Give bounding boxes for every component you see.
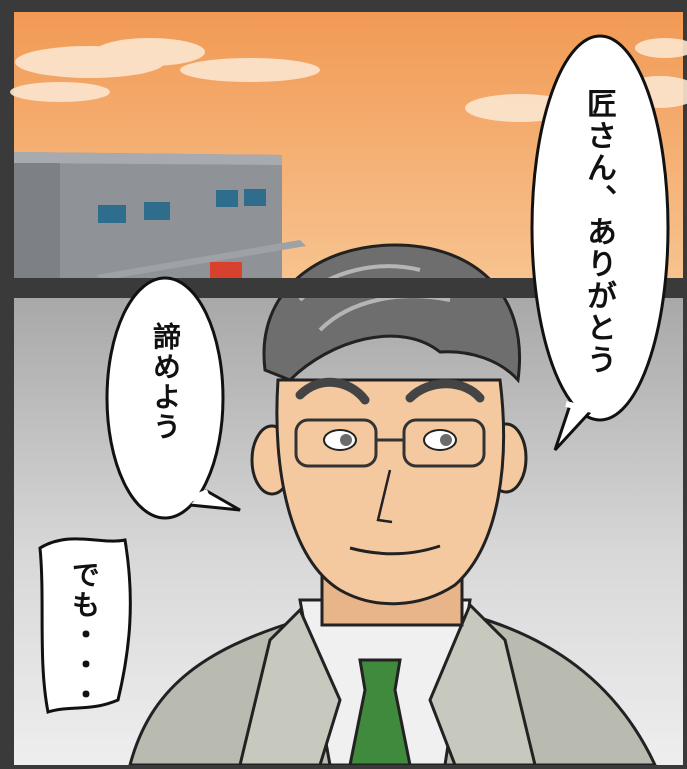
left-eyebrow bbox=[295, 377, 370, 405]
right-iris bbox=[440, 434, 452, 446]
mouth bbox=[349, 544, 441, 556]
balloon-but-text: でも・・・ bbox=[68, 560, 101, 710]
glasses-right-lens bbox=[402, 418, 486, 468]
balloon-giveup-text: 諦めよう bbox=[149, 322, 182, 442]
glasses-left-lens bbox=[294, 418, 378, 468]
balloon-thanks-shape bbox=[530, 34, 670, 452]
left-iris bbox=[340, 434, 352, 446]
balloon-but-shape bbox=[38, 537, 132, 714]
nose bbox=[376, 469, 393, 524]
balloon-giveup-shape bbox=[105, 276, 241, 520]
warehouse bbox=[14, 152, 306, 280]
right-eyebrow bbox=[405, 379, 485, 403]
balloon-thanks-text: 匠さん、ありがとう bbox=[581, 88, 616, 376]
